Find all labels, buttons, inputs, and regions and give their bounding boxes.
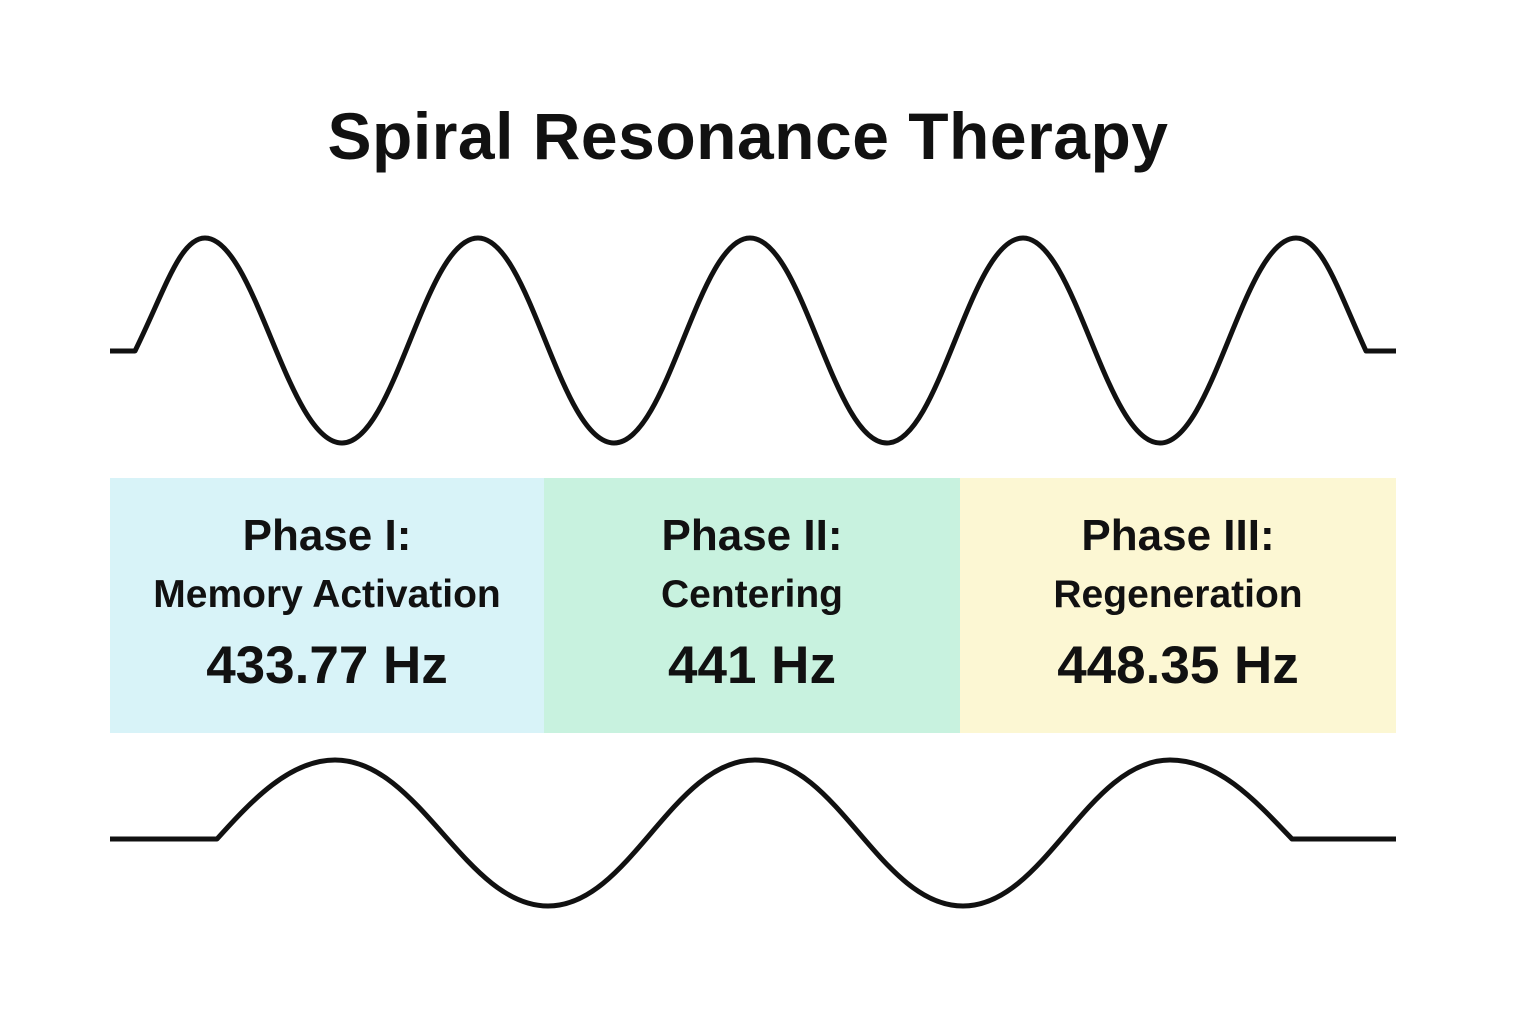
- phase-band: Phase I: Memory Activation 433.77 Hz Pha…: [110, 478, 1396, 733]
- phase-3-description: Regeneration: [1053, 573, 1303, 616]
- phase-2-description: Centering: [660, 573, 843, 616]
- phase-1-description: Memory Activation: [153, 573, 501, 616]
- phase-3-name: Phase III:: [1081, 511, 1275, 560]
- page-title: Spiral Resonance Therapy: [327, 99, 1169, 173]
- phase-3-frequency: 448.35 Hz: [1057, 636, 1299, 695]
- phase-panel-1: Phase I: Memory Activation 433.77 Hz: [110, 478, 544, 733]
- phase-panel-3: Phase III: Regeneration 448.35 Hz: [960, 478, 1396, 733]
- phase-2-frequency: 441 Hz: [668, 636, 836, 695]
- phase-2-name: Phase II:: [661, 511, 843, 560]
- phase-panel-2: Phase II: Centering 441 Hz: [544, 478, 960, 733]
- bottom-waveform-line: [110, 757, 1396, 909]
- phase-1-frequency: 433.77 Hz: [206, 636, 448, 695]
- phase-1-name: Phase I:: [242, 511, 412, 560]
- top-waveform-line: [110, 235, 1396, 446]
